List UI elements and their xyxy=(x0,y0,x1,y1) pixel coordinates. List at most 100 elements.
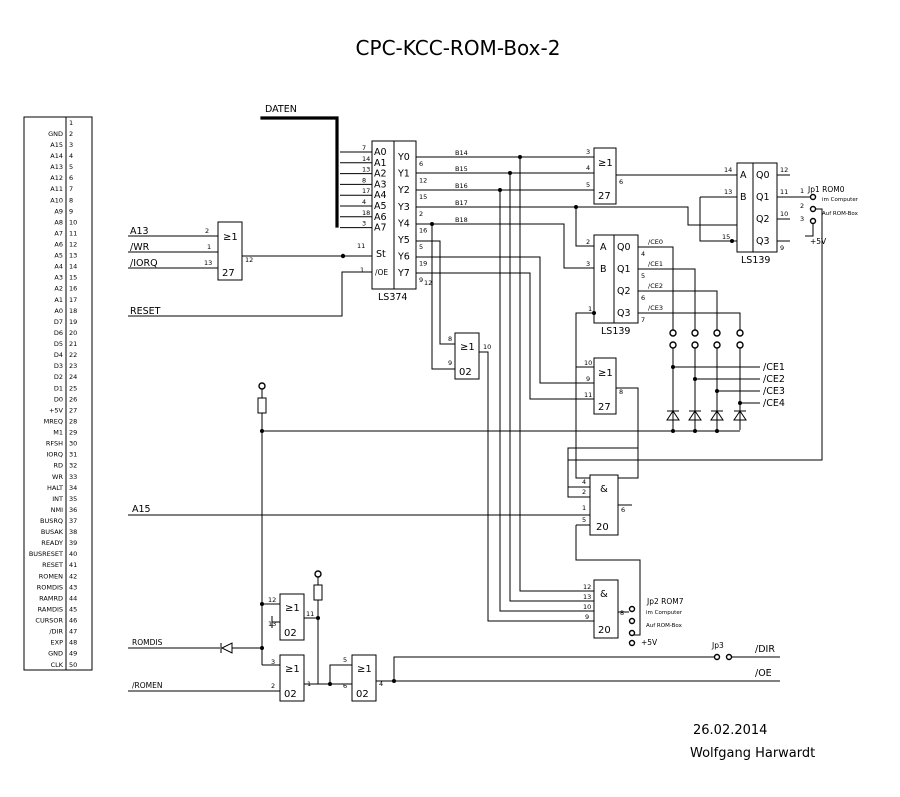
gate-top-pin-3: 3 xyxy=(586,148,590,156)
and1-pin-4: 4 xyxy=(582,478,586,486)
ls374-input: A5 xyxy=(374,201,387,212)
and2-pin-10: 10 xyxy=(583,603,591,611)
ls374-st-pin: 11 xyxy=(357,242,365,250)
ls139-bot-q2-pin: 6 xyxy=(641,294,645,302)
ls374-output-pin: 12 xyxy=(419,177,427,185)
gate-top-pin-5: 5 xyxy=(586,181,590,189)
connector-signal: D5 xyxy=(54,340,63,348)
connector-signal: READY xyxy=(41,539,63,547)
ls374-output-pin: 9 xyxy=(419,276,423,284)
connector-signal: A4 xyxy=(54,263,63,271)
ls139-bot-ce1: /CE1 xyxy=(648,260,663,268)
connector-pin-number: 39 xyxy=(69,539,77,547)
connector-pin-number: 26 xyxy=(69,395,77,403)
connector-pin-number: 16 xyxy=(69,285,77,293)
connector-pin-number: 38 xyxy=(69,528,77,536)
connector-signal: A1 xyxy=(54,296,63,304)
ls139-bot-q0-pin: 4 xyxy=(641,250,645,258)
gate-low3-sym: ≥1 xyxy=(357,664,372,675)
gate-in-pin-1: 2 xyxy=(205,227,209,235)
ls374-output-pin: 6 xyxy=(419,160,423,168)
gate-mid-num: 02 xyxy=(459,367,472,378)
connector-pin-number: 27 xyxy=(69,406,77,414)
connector-signal: D7 xyxy=(54,318,63,326)
connector-pin-number: 9 xyxy=(69,207,73,215)
connector-signal: A9 xyxy=(54,207,63,215)
ls139-bot-en-pin: 1 xyxy=(588,305,592,313)
ls374-output: Y0 xyxy=(397,152,410,163)
connector-pin-number: 44 xyxy=(69,594,77,602)
connector-pin-number: 24 xyxy=(69,373,77,381)
input-iorq: /IORQ xyxy=(130,258,158,269)
connector-pin-number: 25 xyxy=(69,384,77,392)
ls139-top-q2: Q2 xyxy=(756,214,770,225)
ls374-output: Y1 xyxy=(397,169,410,180)
ls374-output-nets: B14 B15 B16 B17 B18 xyxy=(416,149,737,612)
ls139-bot-in-b-pin: 3 xyxy=(586,260,590,268)
ls374-input: A7 xyxy=(374,223,387,234)
connector-signal: A7 xyxy=(54,229,63,237)
connector-pin-number: 12 xyxy=(69,240,77,248)
connector-pin-number: 5 xyxy=(69,163,73,171)
connector-signal: EXP xyxy=(51,639,64,647)
connector-signal: RAMRD xyxy=(39,594,63,602)
drawing-author: Wolfgang Harwardt xyxy=(690,746,815,761)
connector-pin-number: 42 xyxy=(69,572,77,580)
and2-sym: & xyxy=(600,589,608,600)
ls139-top-in-a: A xyxy=(740,170,747,181)
and-gate-2: & 20 12 13 10 9 8 xyxy=(583,579,624,639)
input-a15: A15 xyxy=(132,504,151,515)
gate-low2-pin-3: 3 xyxy=(271,658,275,666)
ls374-input-pin: 13 xyxy=(362,166,370,174)
gate-low3-pin-4: 4 xyxy=(379,680,383,688)
nor-gate-b: ≥1 27 10 9 11 8 xyxy=(567,357,639,488)
nor-gate-in: ≥1 27 2 1 13 12 xyxy=(204,221,372,281)
connector-signal: A11 xyxy=(50,185,63,193)
ls139-top-in-b: B xyxy=(740,192,747,203)
bit-b14: B14 xyxy=(455,149,468,157)
nor-gate-low2: ≥1 02 3 2 1 xyxy=(271,654,352,702)
gate-mid-sym: ≥1 xyxy=(460,342,475,353)
ls139-top-q0-pin: 12 xyxy=(780,166,788,174)
connector-signal: GND xyxy=(48,130,63,138)
connector-pin-number: 43 xyxy=(69,583,77,591)
ls139-bot-q1: Q1 xyxy=(617,264,631,275)
jp1-opt1: im Computer xyxy=(822,197,859,203)
connector-pin-number: 34 xyxy=(69,484,77,492)
gate-in-pin-4: 12 xyxy=(245,256,253,264)
connector-pin-number: 33 xyxy=(69,473,77,481)
connector-pin-number: 23 xyxy=(69,362,77,370)
and2-pin-12: 12 xyxy=(583,583,591,591)
connector-signal: ROMDIS xyxy=(37,583,63,591)
gate-mid-pin-8: 8 xyxy=(448,335,452,343)
and2-pin-13: 13 xyxy=(583,593,591,601)
ls139-top-q1: Q1 xyxy=(756,192,770,203)
ls139-top-en-pin: 15 xyxy=(722,233,730,241)
connector-signal: D4 xyxy=(54,351,63,359)
gate-b-pin-8: 8 xyxy=(619,388,623,396)
connector-signal: D2 xyxy=(54,373,63,381)
drawing-date: 26.02.2014 xyxy=(693,723,767,738)
and2-pin-9: 9 xyxy=(585,613,589,621)
jumper-jp3: Jp3 /DIR /OE xyxy=(711,641,780,679)
connector-pin-number: 50 xyxy=(69,661,77,669)
and1-pin-5: 5 xyxy=(582,516,586,524)
ls374-input: A6 xyxy=(374,212,387,223)
ls374-output: Y2 xyxy=(397,185,410,196)
connector-signal: /DIR xyxy=(49,628,63,636)
ls374-output: Y6 xyxy=(397,252,410,263)
connector-pin-number: 18 xyxy=(69,307,77,315)
connector-pin-number: 14 xyxy=(69,263,77,271)
jp1-pin1: 1 xyxy=(800,187,804,195)
edge-connector: 12GND3A154A145A136A127A118A109A910A811A7… xyxy=(23,116,93,671)
ce1-output: /CE1 xyxy=(763,362,785,373)
connector-signal: A0 xyxy=(54,307,63,315)
gate-b-num: 27 xyxy=(598,402,611,413)
ls139-bot-ce2: /CE2 xyxy=(648,282,663,290)
ls374-output: Y5 xyxy=(397,235,410,246)
jp1-pin2: 2 xyxy=(800,202,804,210)
diode-array xyxy=(666,410,747,421)
gate-b-pin-10: 10 xyxy=(584,359,592,367)
ls139-bot-q2: Q2 xyxy=(617,286,631,297)
